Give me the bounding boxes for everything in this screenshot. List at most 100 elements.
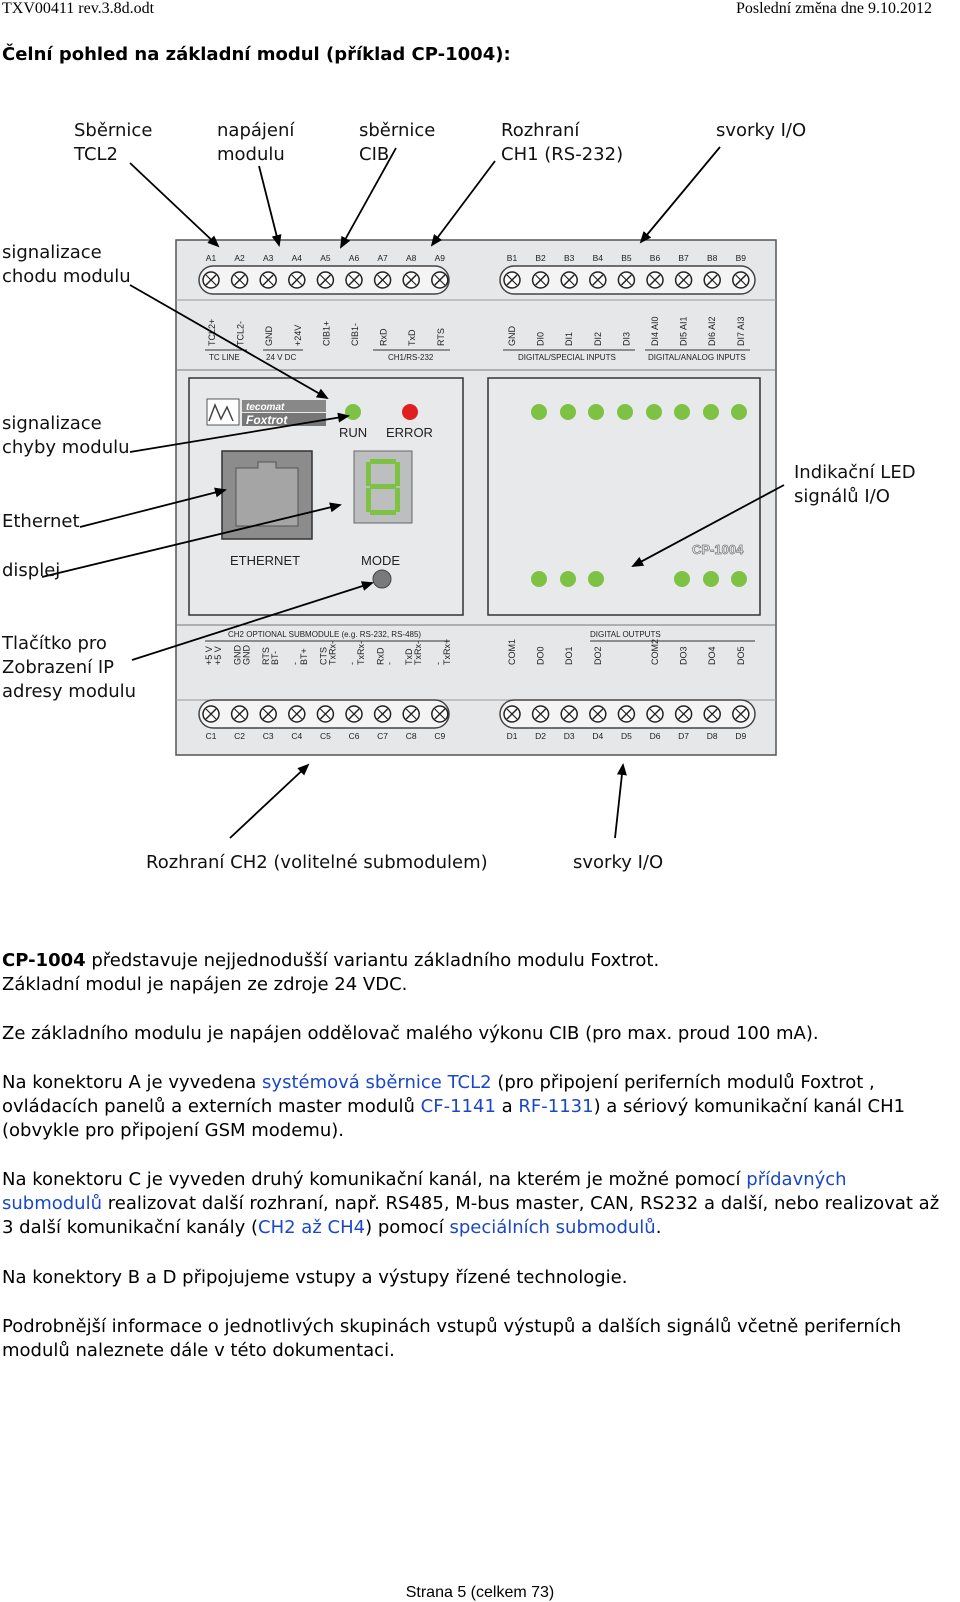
output-led-1 <box>560 571 576 587</box>
signal-c-0: +5 V <box>204 646 214 665</box>
terminal-screw-b8[interactable] <box>703 271 721 289</box>
terminal-screw-b9[interactable] <box>732 271 750 289</box>
terminal-screw-a8[interactable] <box>402 271 420 289</box>
terminal-screw-c2[interactable] <box>230 705 249 723</box>
signal-b-5: DI4 AI0 <box>650 316 660 346</box>
terminal-label-d4: D4 <box>592 731 603 741</box>
terminal-screw-c7[interactable] <box>373 705 392 723</box>
input-led-6 <box>703 404 719 420</box>
callout-ch1: Rozhraní CH1 (RS-232) <box>501 120 624 165</box>
terminal-screw-d8[interactable] <box>703 705 721 723</box>
terminal-screw-d2[interactable] <box>531 705 550 723</box>
terminal-screw-b3[interactable] <box>560 271 578 289</box>
p3-text-b: (pro připojení periferních modulů Foxtro… <box>2 1072 875 1117</box>
terminal-screw-c5[interactable] <box>316 705 335 723</box>
terminal-screw-d1[interactable] <box>503 705 521 723</box>
terminal-label-c5: C5 <box>320 731 331 741</box>
signal-d-2: DO1 <box>564 646 574 665</box>
mode-label: MODE <box>361 553 400 568</box>
terminal-screw-b4[interactable] <box>589 271 607 289</box>
terminal-label-d5: D5 <box>621 731 632 741</box>
output-led-0 <box>531 571 547 587</box>
signal-c-8: - <box>433 662 443 665</box>
terminal-label-c4: C4 <box>291 731 302 741</box>
signal-b-7: DI6 AI2 <box>707 316 717 346</box>
tecomat-foxtrot-logo: tecomat Foxtrot <box>206 398 326 427</box>
signal-d-1: DO0 <box>536 646 546 665</box>
link-additional-submodules[interactable]: přídavných submodulů <box>2 1169 847 1214</box>
output-led-4 <box>703 571 719 587</box>
terminal-screw-d9[interactable] <box>732 705 750 723</box>
input-led-5 <box>674 404 690 420</box>
signal-c-7: TxD <box>404 648 414 665</box>
group-tc-line: TC LINE <box>209 353 240 362</box>
link-special-submodules[interactable]: speciálních submodulů <box>449 1217 656 1238</box>
p4-text-a: Na konektoru C je vyveden druhý komunika… <box>2 1169 747 1190</box>
terminal-label-b6: B6 <box>650 253 661 263</box>
terminal-screw-b2[interactable] <box>531 271 550 289</box>
terminal-label-c9: C9 <box>434 731 445 741</box>
terminal-screw-a6[interactable] <box>345 271 363 289</box>
terminal-screw-a3[interactable] <box>259 271 277 289</box>
callout-ch2: Rozhraní CH2 (volitelné submodulem) <box>146 852 488 873</box>
terminal-screw-b1[interactable] <box>503 271 521 289</box>
link-rf-1131[interactable]: RF-1131 <box>518 1096 594 1117</box>
terminal-screw-c4[interactable] <box>288 705 306 723</box>
terminal-screw-c6[interactable] <box>345 705 363 723</box>
paragraph-cib: Ze základního modulu je napájen oddělova… <box>2 1023 819 1044</box>
signal-c-2: RTS <box>261 647 271 665</box>
signal-c-sub-3: BT+ <box>299 648 309 665</box>
terminal-screw-d3[interactable] <box>560 705 578 723</box>
terminal-screw-a1[interactable] <box>202 271 220 289</box>
link-cf-1141[interactable]: CF-1141 <box>420 1096 496 1117</box>
signal-d-6: DO3 <box>679 646 689 665</box>
intro-text: představuje nejjednodušší variantu zákla… <box>85 950 660 971</box>
terminal-screw-c1[interactable] <box>202 705 220 723</box>
terminal-label-d8: D8 <box>707 731 718 741</box>
signal-b-0: GND <box>507 326 517 347</box>
terminal-screw-c9[interactable] <box>431 705 449 723</box>
link-ch2-ch4[interactable]: CH2 až CH4 <box>258 1217 366 1238</box>
terminal-label-b4: B4 <box>593 253 604 263</box>
terminal-label-b5: B5 <box>621 253 632 263</box>
terminal-screw-a5[interactable] <box>316 271 335 289</box>
signal-c-3: - <box>290 662 300 665</box>
terminal-screw-a4[interactable] <box>288 271 306 289</box>
ethernet-port[interactable] <box>221 450 313 540</box>
terminal-label-d1: D1 <box>507 731 518 741</box>
signal-a-2: GND <box>264 326 274 347</box>
callout-power: napájení modulu <box>217 120 295 165</box>
signal-b-3: DI2 <box>593 332 603 346</box>
terminal-screw-a2[interactable] <box>230 271 249 289</box>
signal-b-1: DI0 <box>536 332 546 346</box>
callout-display: displej <box>2 560 61 581</box>
terminal-screw-c8[interactable] <box>402 705 420 723</box>
terminal-screw-d6[interactable] <box>646 705 664 723</box>
signal-d-3: DO2 <box>593 646 603 665</box>
terminal-screw-d4[interactable] <box>589 705 607 723</box>
signal-a-1: TCL2- <box>236 321 246 346</box>
terminal-label-a7: A7 <box>377 253 388 263</box>
callout-error-led: signalizace chyby modulu <box>2 413 130 458</box>
signal-b-4: DI3 <box>621 332 631 346</box>
terminal-screw-c3[interactable] <box>259 705 277 723</box>
signal-d-5: COM2 <box>650 639 660 665</box>
terminal-screw-a7[interactable] <box>373 271 392 289</box>
link-tcl2[interactable]: systémová sběrnice TCL2 <box>262 1072 492 1093</box>
terminal-screw-d5[interactable] <box>617 705 636 723</box>
terminal-label-b1: B1 <box>507 253 518 263</box>
terminal-screw-b6[interactable] <box>646 271 664 289</box>
terminal-screw-b7[interactable] <box>674 271 693 289</box>
mode-button[interactable] <box>372 569 392 589</box>
paragraph-connector-c: Na konektoru C je vyveden druhý komunika… <box>2 1168 947 1240</box>
callout-bus-tcl2: Sběrnice TCL2 <box>74 120 153 165</box>
ethernet-label: ETHERNET <box>230 553 300 568</box>
terminal-screw-d7[interactable] <box>674 705 693 723</box>
signal-c-sub-8: TxRx+ <box>442 639 452 665</box>
terminal-screw-a9[interactable] <box>431 271 449 289</box>
terminal-screw-b5[interactable] <box>617 271 636 289</box>
input-led-1 <box>560 404 576 420</box>
run-label: RUN <box>339 425 367 440</box>
signal-d-8: DO5 <box>736 646 746 665</box>
